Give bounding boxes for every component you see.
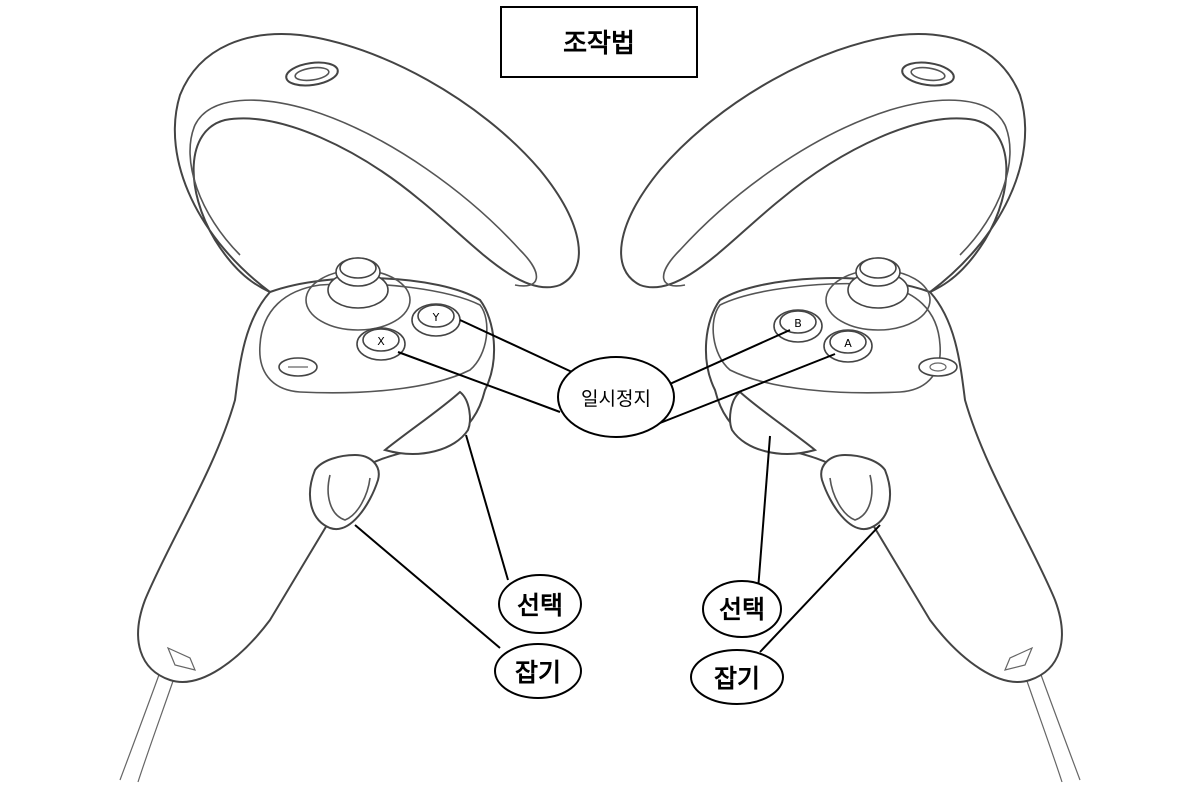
select-label-left-text: 선택 <box>517 591 563 620</box>
page-title: 조작법 <box>563 29 635 59</box>
grab-label-left: 잡기 <box>494 643 582 699</box>
leader-lines <box>354 319 881 653</box>
grab-label-right: 잡기 <box>690 649 784 705</box>
left-tracking-ring <box>173 33 580 301</box>
left-controller: X Y <box>119 33 580 783</box>
right-b-button-label: B <box>794 317 802 330</box>
leader-right-trigger <box>757 435 771 591</box>
leader-right-b <box>651 329 791 393</box>
leader-right-a <box>659 353 836 424</box>
right-a-button[interactable] <box>823 329 873 363</box>
left-y-button[interactable]: Y <box>411 303 461 337</box>
left-menu-button[interactable] <box>278 357 318 377</box>
pause-label-text: 일시정지 <box>581 388 651 410</box>
select-label-right-text: 선택 <box>719 595 765 624</box>
grab-label-right-text: 잡기 <box>714 664 760 693</box>
title-box: 조작법 <box>500 6 698 78</box>
select-label-left: 선택 <box>498 574 582 634</box>
leader-left-y <box>459 319 573 373</box>
left-y-button-label: Y <box>432 311 440 324</box>
select-label-right: 선택 <box>702 580 782 638</box>
right-controller <box>620 33 1081 783</box>
right-oculus-button[interactable] <box>918 357 958 377</box>
left-trigger[interactable] <box>382 390 471 455</box>
left-grip-button[interactable] <box>309 453 380 531</box>
grab-label-left-text: 잡기 <box>515 658 561 687</box>
right-thumbstick[interactable] <box>825 257 931 331</box>
right-a-button-label: A <box>844 337 852 350</box>
leader-left-x <box>397 351 561 413</box>
right-tracking-ring <box>620 33 1027 301</box>
leader-left-trigger <box>465 434 509 581</box>
leader-right-grip <box>759 524 881 653</box>
right-grip-button[interactable] <box>820 453 891 531</box>
left-thumbstick[interactable] <box>305 257 411 331</box>
left-x-button[interactable]: X <box>356 327 406 361</box>
left-x-button-label: X <box>377 335 385 348</box>
leader-left-grip <box>354 524 501 649</box>
right-b-button[interactable] <box>773 309 823 343</box>
pause-label: 일시정지 <box>557 356 675 438</box>
